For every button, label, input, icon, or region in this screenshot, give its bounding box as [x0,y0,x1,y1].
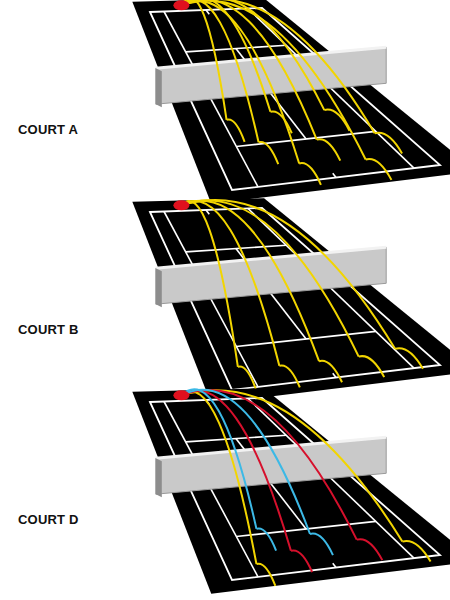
ball-trajectory [181,200,395,349]
ball-trajectory [181,391,291,551]
court-drawing [132,0,450,204]
court-outline [150,8,440,190]
court-outline [150,208,440,390]
court-label: COURT A [18,122,78,137]
ball-bounce [291,550,312,572]
ball-trajectory [181,0,226,120]
ball-trajectory [181,389,256,528]
ball-bounce [227,120,245,142]
ball-bounce [395,348,423,369]
center-mark [333,373,336,377]
court-drawing [132,198,450,404]
ball-trajectory [181,0,324,110]
ball-bounce [238,367,256,389]
court-label: COURT B [18,322,79,337]
net [156,437,386,494]
ball-trajectory [181,201,237,367]
ball-bounce [256,528,276,550]
ball-trajectory [181,390,402,541]
player-spot [173,390,189,400]
ball-trajectory [181,201,319,361]
ball-bounce [279,365,299,387]
ball-bounce [359,356,384,377]
ball-bounce [357,539,383,560]
ball-trajectory [181,201,358,357]
ball-bounce [299,163,321,185]
ball-bounce [317,139,341,160]
center-mark [333,173,336,177]
ball-bounce [375,133,402,154]
net-post [156,458,162,497]
center-mark [206,210,209,214]
ball-bounce [402,541,430,561]
ball-trajectory [181,1,365,160]
ball-trajectory [181,0,316,140]
ball-trajectory [181,390,356,540]
player-spot [173,200,189,210]
court-surface [132,198,450,404]
ball-trajectory [181,0,374,133]
net-post [156,68,162,107]
ball-bounce [310,534,333,555]
court-label: COURT D [18,512,79,527]
ball-trajectory [181,201,279,366]
court-surface [132,388,450,594]
ball-bounce [366,159,392,180]
center-mark [206,10,209,14]
court-drawing [132,388,450,594]
ball-trajectory [181,1,299,164]
ball-trajectory [181,0,258,142]
center-mark [333,563,336,567]
ball-bounce [319,361,342,382]
ball-bounce [256,564,275,586]
net-tape [156,47,386,68]
player-spot [173,0,189,10]
court-surface [132,0,450,204]
ball-trajectory [181,391,256,564]
court-outline [150,398,440,580]
net-post [156,268,162,307]
ball-trajectory [181,390,310,534]
ball-bounce [259,142,279,164]
